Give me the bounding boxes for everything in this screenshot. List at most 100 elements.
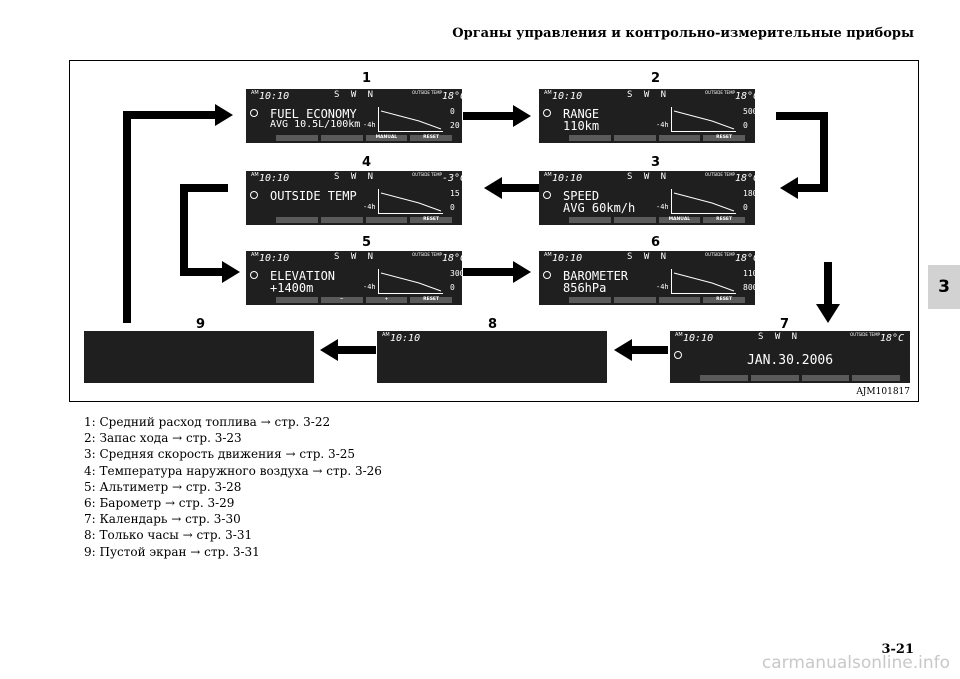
manual-button[interactable]: MANUAL [365, 135, 408, 141]
screen-line1: RANGE [563, 107, 600, 121]
plus-button[interactable]: + [365, 297, 408, 303]
flow-arrows [123, 104, 840, 361]
clock: 10:10 [552, 91, 583, 102]
outside-temp: 18°C [735, 173, 755, 184]
soft-button[interactable] [276, 217, 318, 223]
legend-item: 3: Средняя скорость движения → стр. 3-25 [84, 447, 356, 462]
soft-button[interactable] [320, 135, 363, 141]
screen-line1: FUEL ECONOMY [270, 107, 357, 121]
am-indicator: AM [251, 90, 259, 96]
watermark: carmanualsonline.info [761, 653, 950, 673]
graph-bottom-value: 800 [743, 283, 755, 292]
side-indicators [543, 271, 557, 280]
clock: 10:10 [259, 91, 290, 102]
clock: 10:10 [552, 253, 583, 264]
page-header: Органы управления и контрольно-измерител… [452, 26, 914, 41]
outside-temp: 18°C [735, 253, 755, 264]
am-indicator: AM [544, 90, 552, 96]
section-tab: 3 [928, 265, 960, 309]
soft-button[interactable] [613, 135, 656, 141]
screen-line1: SPEED [563, 189, 600, 203]
legend-item: 1: Средний расход топлива → стр. 3-22 [84, 415, 331, 429]
calendar-date: JAN.30.2006 [746, 353, 834, 368]
reset-button[interactable]: RESET [410, 297, 452, 303]
compass: S W N [334, 172, 377, 182]
reset-button[interactable]: RESET [703, 135, 745, 141]
figure-code: AJM101817 [856, 387, 910, 397]
clock: 10:10 [259, 253, 290, 264]
manual-button[interactable]: MANUAL [658, 217, 701, 223]
minus-button[interactable]: − [320, 297, 363, 303]
side-indicators [250, 191, 264, 200]
soft-button[interactable] [750, 375, 799, 381]
soft-button[interactable] [569, 135, 611, 141]
clock: 10:10 [683, 333, 714, 344]
screen-7-number: 7 [780, 317, 790, 332]
soft-buttons [700, 375, 900, 381]
reset-button[interactable]: RESET [410, 217, 452, 223]
side-indicators [250, 109, 264, 118]
trend-graph [378, 269, 443, 294]
soft-buttons: −+RESET [276, 297, 452, 303]
compass: S W N [627, 252, 670, 262]
legend-item: 9: Пустой экран → стр. 3-31 [84, 544, 260, 559]
screen-line1: OUTSIDE TEMP [270, 189, 357, 203]
graph-bottom-value: 0 [450, 203, 455, 212]
legend-item: 8: Только часы → стр. 3-31 [84, 528, 253, 543]
soft-button[interactable] [276, 297, 318, 303]
outside-temp-label: OUTSIDE TEMP [705, 172, 735, 177]
soft-button[interactable] [613, 297, 656, 303]
screen-2-number: 2 [651, 71, 661, 86]
soft-button[interactable] [613, 217, 656, 223]
outside-temp-label: OUTSIDE TEMP [412, 172, 442, 177]
graph-top-value: 1100 [743, 269, 755, 278]
compass: S W N [334, 90, 377, 100]
am-indicator: AM [251, 252, 259, 258]
soft-button[interactable] [569, 217, 611, 223]
compass: S W N [627, 90, 670, 100]
outside-temp-label: OUTSIDE TEMP [850, 332, 880, 337]
reset-button[interactable]: RESET [703, 297, 745, 303]
soft-button[interactable] [365, 217, 408, 223]
side-indicators [543, 109, 557, 118]
am-indicator: AM [544, 252, 552, 258]
soft-button[interactable] [852, 375, 900, 381]
soft-buttons: RESET [569, 297, 745, 303]
clock: 10:10 [259, 173, 290, 184]
soft-button[interactable] [320, 217, 363, 223]
legend-item: 6: Барометр → стр. 3-29 [84, 496, 235, 511]
soft-button[interactable] [801, 375, 850, 381]
soft-button[interactable] [658, 297, 701, 303]
soft-buttons: RESET [276, 217, 452, 223]
reset-button[interactable]: RESET [410, 135, 452, 141]
graph-top-value: 180 [743, 189, 755, 198]
legend-item: 2: Запас хода → стр. 3-23 [84, 431, 242, 446]
graph-bottom-value: 20 [450, 121, 460, 130]
soft-button[interactable] [569, 297, 611, 303]
compass: S W N [627, 172, 670, 182]
trend-graph [671, 107, 736, 132]
soft-button[interactable] [276, 135, 318, 141]
screen-line2: +1400m [270, 281, 314, 295]
screen-4-number: 4 [362, 155, 372, 170]
outside-temp: -3°C [442, 173, 462, 184]
graph-bottom-value: 0 [743, 203, 748, 212]
graph-top-value: 15 [450, 189, 460, 198]
reset-button[interactable]: RESET [703, 217, 745, 223]
outside-temp-label: OUTSIDE TEMP [412, 252, 442, 257]
legend-item: 7: Календарь → стр. 3-30 [84, 512, 241, 527]
screen-3-number: 3 [651, 155, 661, 170]
compass: S W N [334, 252, 377, 262]
am-indicator: AM [251, 172, 259, 178]
screen-line1: BAROMETER [563, 269, 629, 283]
soft-button[interactable] [658, 135, 701, 141]
outside-temp: 18°C [442, 91, 462, 102]
soft-button[interactable] [700, 375, 748, 381]
clock: 10:10 [552, 173, 583, 184]
